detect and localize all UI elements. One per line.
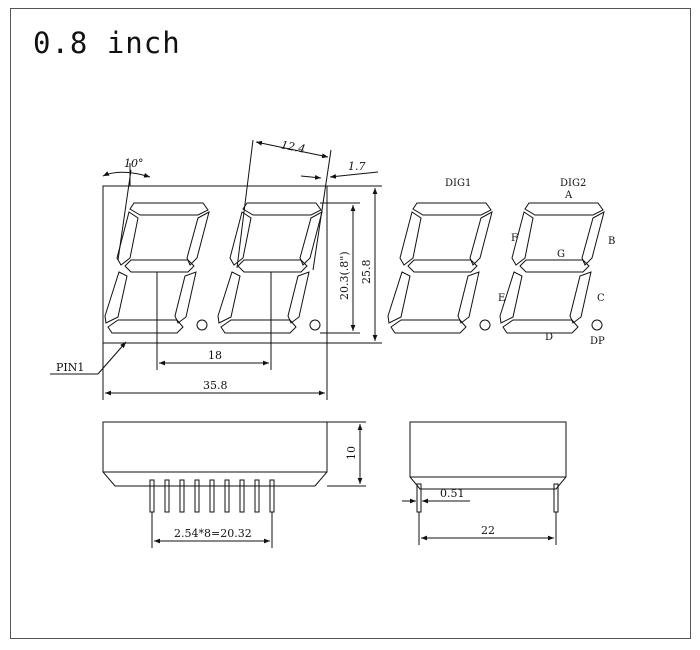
segment-width-dimension: 12.4: [236, 138, 332, 271]
pin1-label: PIN1: [56, 361, 84, 374]
segment-f: [399, 211, 422, 266]
decimal-point: [309, 319, 321, 331]
side-width-label: 22: [481, 524, 495, 537]
legend-digit-2: [499, 202, 605, 334]
height-dimensions: 20.3(.8") 25.8: [320, 185, 382, 344]
segment-dp-label: DP: [590, 336, 605, 347]
segment-g: [519, 259, 590, 273]
pin: [254, 479, 260, 513]
segment-b-label: B: [608, 236, 615, 247]
pin: [149, 479, 155, 513]
front-view: 10° 12.4 1.7 20.3(.8"): [50, 138, 382, 400]
decimal-point: [196, 319, 208, 331]
pitch-dimension: 18: [156, 272, 272, 370]
segment-a: [524, 202, 604, 216]
segment-f: [511, 211, 534, 266]
segment-a: [242, 202, 322, 216]
dp-gap-dimension: 1.7: [300, 160, 379, 180]
segment-b: [581, 211, 605, 266]
segment-c: [569, 271, 592, 324]
pin: [269, 479, 275, 513]
decimal-point: [479, 319, 491, 331]
angle-dimension: 10°: [102, 157, 151, 261]
angle-label: 10°: [124, 157, 144, 170]
front-digit-2: [217, 202, 323, 334]
side-body-outline: [409, 421, 567, 490]
legend-digit-1: [387, 202, 493, 334]
dig2-label: DIG2: [560, 178, 586, 189]
width-dimension: 35.8: [102, 343, 328, 400]
segment-b: [186, 211, 210, 266]
segment-g: [124, 259, 195, 273]
pin: [179, 479, 185, 513]
segment-c: [457, 271, 480, 324]
side-pin-right: [553, 483, 559, 513]
dig1-label: DIG1: [445, 178, 471, 189]
depth-label: 10: [345, 446, 358, 460]
segment-e: [104, 271, 128, 324]
segment-width-label: 12.4: [280, 138, 307, 155]
segment-a-label: A: [564, 190, 573, 201]
segment-c: [174, 271, 197, 324]
total-height-label: 25.8: [360, 260, 373, 285]
segment-e: [387, 271, 411, 324]
segment-a: [412, 202, 492, 216]
pitch-label: 18: [208, 349, 222, 362]
pin: [209, 479, 215, 513]
pin-span-label: 2.54*8=20.32: [174, 527, 252, 540]
pin1-callout: PIN1: [50, 341, 127, 375]
total-width-label: 35.8: [203, 379, 228, 392]
decimal-point: [591, 319, 603, 331]
segment-e: [217, 271, 241, 324]
segment-d: [107, 319, 184, 334]
pin-diameter-label: 0.51: [440, 487, 465, 500]
dp-gap-label: 1.7: [348, 160, 366, 173]
pin: [239, 479, 245, 513]
drawing-border: [10, 8, 691, 639]
segment-legend: DIG1 DIG2 A B C D E F G DP: [387, 178, 615, 347]
segment-d: [502, 319, 579, 334]
segment-d-label: D: [545, 332, 553, 343]
pin: [194, 479, 200, 513]
pin-row: [149, 479, 275, 513]
pin: [164, 479, 170, 513]
drawing-title: 0.8 inch: [33, 26, 181, 60]
segment-g: [407, 259, 478, 273]
segment-f: [229, 211, 252, 266]
segment-c-label: C: [597, 293, 605, 304]
side-view: 0.51 22: [402, 421, 567, 545]
segment-e: [499, 271, 523, 324]
segment-e-label: E: [498, 293, 505, 304]
segment-g-label: G: [557, 249, 565, 260]
segment-a: [129, 202, 209, 216]
segment-c: [287, 271, 310, 324]
segment-f: [116, 211, 139, 266]
pin: [224, 479, 230, 513]
digit-height-label: 20.3(.8"): [338, 251, 351, 300]
segment-g: [237, 259, 308, 273]
segment-b: [299, 211, 323, 266]
segment-b: [469, 211, 493, 266]
bottom-body-outline: [102, 421, 328, 487]
bottom-view: 10 2.54*8=20.32: [102, 421, 366, 548]
segment-f-label: F: [511, 233, 518, 244]
segment-d: [220, 319, 297, 334]
display-body-outline: [102, 185, 328, 344]
segment-d: [390, 319, 467, 334]
